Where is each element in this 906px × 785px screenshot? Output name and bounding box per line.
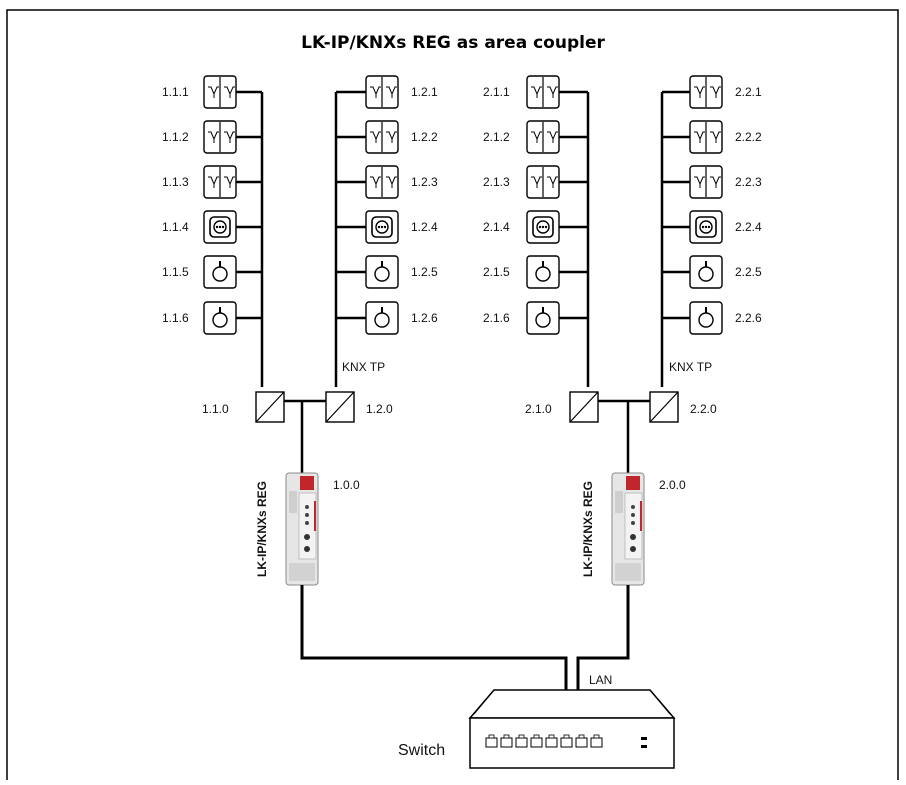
lamp-icon (689, 255, 723, 289)
push-button-icon (203, 75, 237, 109)
lamp-icon (689, 301, 723, 335)
device-address: 1.1.4 (162, 220, 189, 234)
lamp-icon (526, 301, 560, 335)
device-address: 2.1.5 (483, 265, 510, 279)
lan-cable-area-1 (300, 585, 568, 690)
push-button-icon (689, 75, 723, 109)
device-address: 2.1.3 (483, 175, 510, 189)
push-button-icon (365, 75, 399, 109)
device-address: 2.2.6 (735, 311, 762, 325)
socket-icon (689, 210, 723, 244)
switch-port-icon (485, 737, 498, 748)
device-address: 1.2.4 (411, 220, 438, 234)
device-address: 1.1.2 (162, 130, 189, 144)
device-address: 2.2.4 (735, 220, 762, 234)
push-button-icon (365, 165, 399, 199)
device-address: 1.2.2 (411, 130, 438, 144)
socket-icon (203, 210, 237, 244)
device-address: 1.1.1 (162, 85, 189, 99)
lamp-icon (526, 255, 560, 289)
device-address: 2.2.1 (735, 85, 762, 99)
switch-port-icon (500, 737, 513, 748)
device-address: 1.2.1 (411, 85, 438, 99)
push-button-icon (203, 165, 237, 199)
lamp-icon (365, 255, 399, 289)
line-coupler-1.2.0 (325, 391, 355, 423)
din-rail-device (611, 472, 645, 586)
socket-icon (365, 210, 399, 244)
switch-port-icon (545, 737, 558, 748)
knx-line-1.2.0: 1.2.1 1.2.2 1.2.3 1.2.4 1.2.5 1.2.6 1.2.0 (325, 75, 438, 423)
push-button-icon (203, 120, 237, 154)
network-switch (468, 689, 676, 769)
device-address: 2.1.4 (483, 220, 510, 234)
push-button-icon (526, 165, 560, 199)
coupler-address: 1.1.0 (202, 402, 229, 416)
push-button-icon (526, 120, 560, 154)
device-address: 1.1.6 (162, 311, 189, 325)
socket-icon (526, 210, 560, 244)
coupler-address: 2.1.0 (525, 402, 552, 416)
knx-line-2.2.0: 2.2.1 2.2.2 2.2.3 2.2.4 2.2.5 2.2.6 2.2.0 (649, 75, 762, 423)
line-coupler-2.2.0 (649, 391, 679, 423)
device-address: 1.2.6 (411, 311, 438, 325)
lamp-icon (203, 301, 237, 335)
line-coupler-2.1.0 (569, 391, 599, 423)
device-address: 2.2.5 (735, 265, 762, 279)
device-product-label: LK-IP/KNXs REG (255, 481, 269, 577)
push-button-icon (689, 165, 723, 199)
device-address: 2.1.2 (483, 130, 510, 144)
switch-port-icon (530, 737, 543, 748)
device-address: 1.1.3 (162, 175, 189, 189)
knx-line-1.1.0: 1.1.1 1.1.2 1.1.3 1.1.4 1.1.5 1.1.6 1.1.0 (162, 75, 285, 423)
push-button-icon (365, 120, 399, 154)
area-coupler-address: 1.0.0 (333, 478, 360, 492)
coupler-address: 1.2.0 (366, 402, 393, 416)
lan-label: LAN (589, 673, 612, 687)
knx-line-2.1.0: 2.1.1 2.1.2 2.1.3 2.1.4 2.1.5 2.1.6 2.1.0 (483, 75, 599, 423)
figure-border (6, 9, 899, 785)
bus-label-area-1: KNX TP (342, 360, 385, 374)
switch-port-icon (560, 737, 573, 748)
bus-label-area-2: KNX TP (669, 360, 712, 374)
switch-port-icon (575, 737, 588, 748)
area-couplers: LK-IP/KNXs REG 1.0.0 LK-IP/KNXs REG 2.0.0 (255, 399, 686, 586)
coupler-address: 2.2.0 (690, 402, 717, 416)
device-product-label: LK-IP/KNXs REG (581, 481, 595, 577)
switch-port-icon (515, 737, 528, 748)
area-coupler-address: 2.0.0 (659, 478, 686, 492)
push-button-icon (526, 75, 560, 109)
device-address: 2.2.3 (735, 175, 762, 189)
area-coupler-1.0.0: LK-IP/KNXs REG 1.0.0 (255, 399, 360, 586)
lan-cable-area-2 (576, 585, 630, 690)
switch-ports (485, 734, 603, 748)
knx-lines: 1.1.1 1.1.2 1.1.3 1.1.4 1.1.5 1.1.6 1.1.0 1.2.1… (162, 75, 762, 423)
line-coupler-1.1.0 (255, 391, 285, 423)
lamp-icon (365, 301, 399, 335)
din-rail-device (285, 472, 319, 586)
area-coupler-2.0.0: LK-IP/KNXs REG 2.0.0 (581, 399, 686, 586)
device-address: 2.1.1 (483, 85, 510, 99)
device-address: 1.2.3 (411, 175, 438, 189)
switch-label: Switch (398, 742, 445, 759)
diagram-title: LK-IP/KNXs REG as area coupler (301, 33, 605, 53)
device-address: 2.2.2 (735, 130, 762, 144)
device-address: 1.2.5 (411, 265, 438, 279)
push-button-icon (689, 120, 723, 154)
device-address: 1.1.5 (162, 265, 189, 279)
lamp-icon (203, 255, 237, 289)
switch-port-icon (590, 737, 603, 748)
device-address: 2.1.6 (483, 311, 510, 325)
